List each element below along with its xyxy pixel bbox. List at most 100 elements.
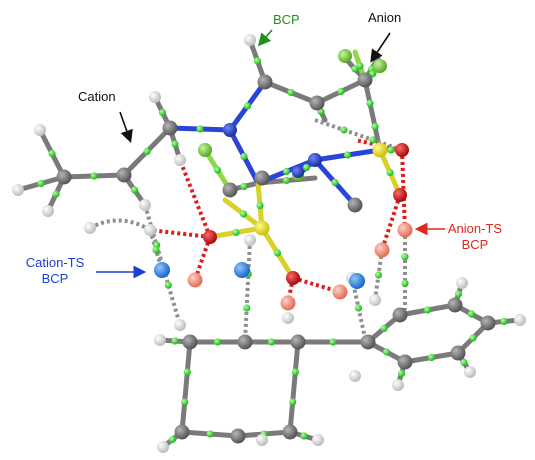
bcp-point (397, 369, 406, 378)
hydrogen-atom (369, 294, 381, 306)
carbon-atom (222, 182, 238, 198)
cation-ts-bcp-point (154, 262, 170, 278)
fluorine-atom (373, 59, 387, 73)
carbon-atom (360, 334, 376, 350)
bcp-point (232, 228, 240, 237)
carbon-atom (182, 334, 198, 350)
bcp-point (329, 338, 337, 346)
hydrogen-atom (244, 34, 256, 46)
sulfur-atoms (254, 142, 388, 236)
bcp-point (382, 348, 391, 356)
bcp-point (282, 176, 291, 185)
bcp-point (302, 163, 311, 172)
annotation-anion: Anion (368, 10, 401, 63)
bcp-arrow (257, 29, 273, 47)
bcp-point (48, 149, 56, 158)
anion-ts-bcp-point (374, 242, 390, 258)
bcp-point (401, 279, 409, 287)
anion-ts-label-line1: Anion-TS (448, 221, 503, 236)
bcp-point (243, 102, 252, 110)
bcp-point (427, 353, 436, 362)
hydrogen-atom (12, 184, 24, 196)
bcp-point (143, 147, 151, 156)
bcp-point (164, 281, 172, 289)
carbon-atom (290, 334, 306, 350)
carbon-atom (282, 424, 298, 440)
carbon-atom (357, 72, 373, 88)
hydrogen-atom (312, 434, 324, 446)
bcp-point (289, 398, 297, 406)
anion-ts-bcp-point (187, 272, 203, 288)
carbon-atom (392, 307, 408, 323)
carbon-atom (116, 167, 132, 183)
oxygen-atom (393, 188, 407, 202)
nitrogen-atoms (223, 123, 322, 178)
annotation-cation-ts-bcp: Cation-TS BCP (26, 255, 147, 286)
fluorine-atom (338, 49, 352, 63)
hydrogen-atom (282, 312, 294, 324)
carbon-atoms (56, 72, 496, 444)
cation-ts-bcp-point (234, 262, 250, 278)
sulfur-atom (254, 220, 270, 236)
cation-label: Cation (78, 89, 116, 104)
bcp-point (239, 210, 248, 218)
nitrogen-atom (292, 166, 304, 178)
hydrogen-atom (174, 154, 186, 166)
hydrogen-atom (174, 319, 186, 331)
carbon-atom (230, 428, 246, 444)
bcp-point (387, 146, 395, 154)
bcp-point (273, 249, 282, 257)
fluorine-atom (198, 143, 212, 157)
bcp-point (267, 338, 276, 346)
carbon-atom (447, 297, 463, 313)
bcp-point (213, 166, 222, 174)
carbon-atom (450, 345, 466, 361)
bcp-point (371, 123, 379, 131)
oxygen-atoms (203, 143, 409, 285)
carbon-atom (237, 334, 253, 350)
oxygen-atom (286, 271, 300, 285)
hydrogen-atom (84, 222, 96, 234)
carbon-atom (347, 197, 363, 213)
bcp-point (171, 337, 179, 345)
oxygen-atom (203, 230, 217, 244)
cation-ts-label-line2: BCP (42, 271, 69, 286)
bcp-point (369, 136, 377, 144)
bcp-point (130, 186, 139, 194)
bcp-point (196, 125, 204, 133)
hydrogen-atom (244, 234, 256, 246)
annotation-cation: Cation (78, 89, 133, 144)
bcp-point (500, 317, 508, 326)
carbon-atom (257, 74, 273, 90)
anion-ts-label-line2: BCP (462, 237, 489, 252)
anion-ts-bcp-points (187, 222, 413, 311)
anion-label: Anion (368, 10, 401, 25)
bcp-point (37, 179, 45, 188)
carbon-atom (254, 170, 270, 186)
carbon-atom (162, 120, 178, 136)
hydrogen-atom (144, 224, 156, 236)
oxygen-atom (395, 143, 409, 157)
hydrogen-atom (42, 205, 54, 217)
bcp-point (380, 324, 388, 333)
bcp-point (460, 358, 468, 367)
bcp-point (287, 88, 295, 97)
annotation-anion-ts-bcp: Anion-TS BCP (414, 221, 503, 252)
bcp-point (90, 172, 98, 180)
hydrogen-atom (392, 379, 404, 391)
bcp-point (469, 334, 477, 342)
bcp-point (300, 432, 308, 440)
bcp-point (354, 304, 363, 312)
hydrogen-atom (464, 366, 476, 378)
bcp-point (240, 182, 248, 191)
hydrogen-atom (34, 124, 46, 136)
anion-ts-bcp-point (332, 284, 348, 300)
cation-arrow (119, 111, 133, 144)
anion-arrow (370, 32, 391, 63)
bcp-point (256, 201, 264, 210)
bcp-label: BCP (273, 12, 300, 27)
bcp-point (340, 126, 348, 134)
hydrogen-atom (154, 334, 166, 346)
annotation-bcp: BCP (257, 12, 300, 47)
